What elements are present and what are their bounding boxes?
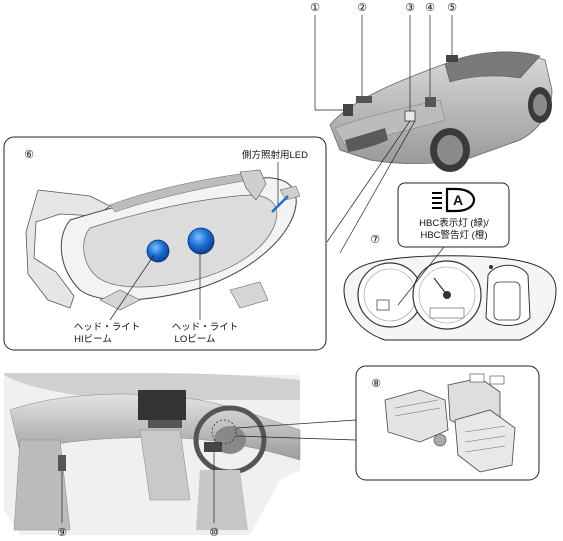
callout-7: ⑦ [370, 234, 380, 246]
hi-beam-lamp [146, 239, 170, 263]
part-9 [58, 455, 66, 471]
instrument-cluster [343, 246, 557, 341]
part-5 [446, 55, 458, 62]
connector-part [384, 373, 516, 473]
hbc-icon-letter: A [453, 192, 464, 208]
callout-6: ⑥ [24, 149, 34, 161]
callout-3: ③ [405, 2, 415, 14]
side-led-label: 側方照射用LED [242, 150, 308, 161]
headlight-assembly [25, 169, 301, 311]
callout-4: ④ [425, 2, 435, 14]
hi-beam-label-line2: HIビーム [74, 334, 112, 345]
hbc-icon-box [397, 182, 510, 248]
top-leader-lines [314, 15, 453, 254]
callout-8: ⑧ [371, 378, 381, 390]
part-3 [404, 110, 416, 122]
headlight-leaders [109, 162, 279, 321]
part-1 [343, 104, 353, 116]
hbc-label-line1: HBC表示灯 (緑)/ [419, 218, 489, 229]
interior-leaders [61, 419, 357, 523]
callout-2: ② [357, 2, 367, 14]
callout-10: ⑩ [209, 527, 219, 539]
callout-9: ⑨ [57, 527, 67, 539]
lo-beam-label-line1: ヘッド・ライト [171, 322, 239, 333]
part-2 [356, 96, 372, 103]
hbc-indicator-icon [432, 187, 476, 213]
callout-1: ① [310, 2, 320, 14]
lo-beam-label-line2: LOビーム [174, 334, 216, 345]
car-exterior [329, 51, 553, 172]
hi-beam-label-line1: ヘッド・ライト [73, 322, 141, 333]
callout-5: ⑤ [447, 2, 457, 14]
part-4 [425, 97, 436, 107]
hbc-label-line2: HBC警告灯 (橙) [420, 230, 488, 241]
interior-dashboard [4, 373, 301, 535]
side-led [271, 195, 289, 213]
lo-beam-lamp [187, 227, 215, 255]
